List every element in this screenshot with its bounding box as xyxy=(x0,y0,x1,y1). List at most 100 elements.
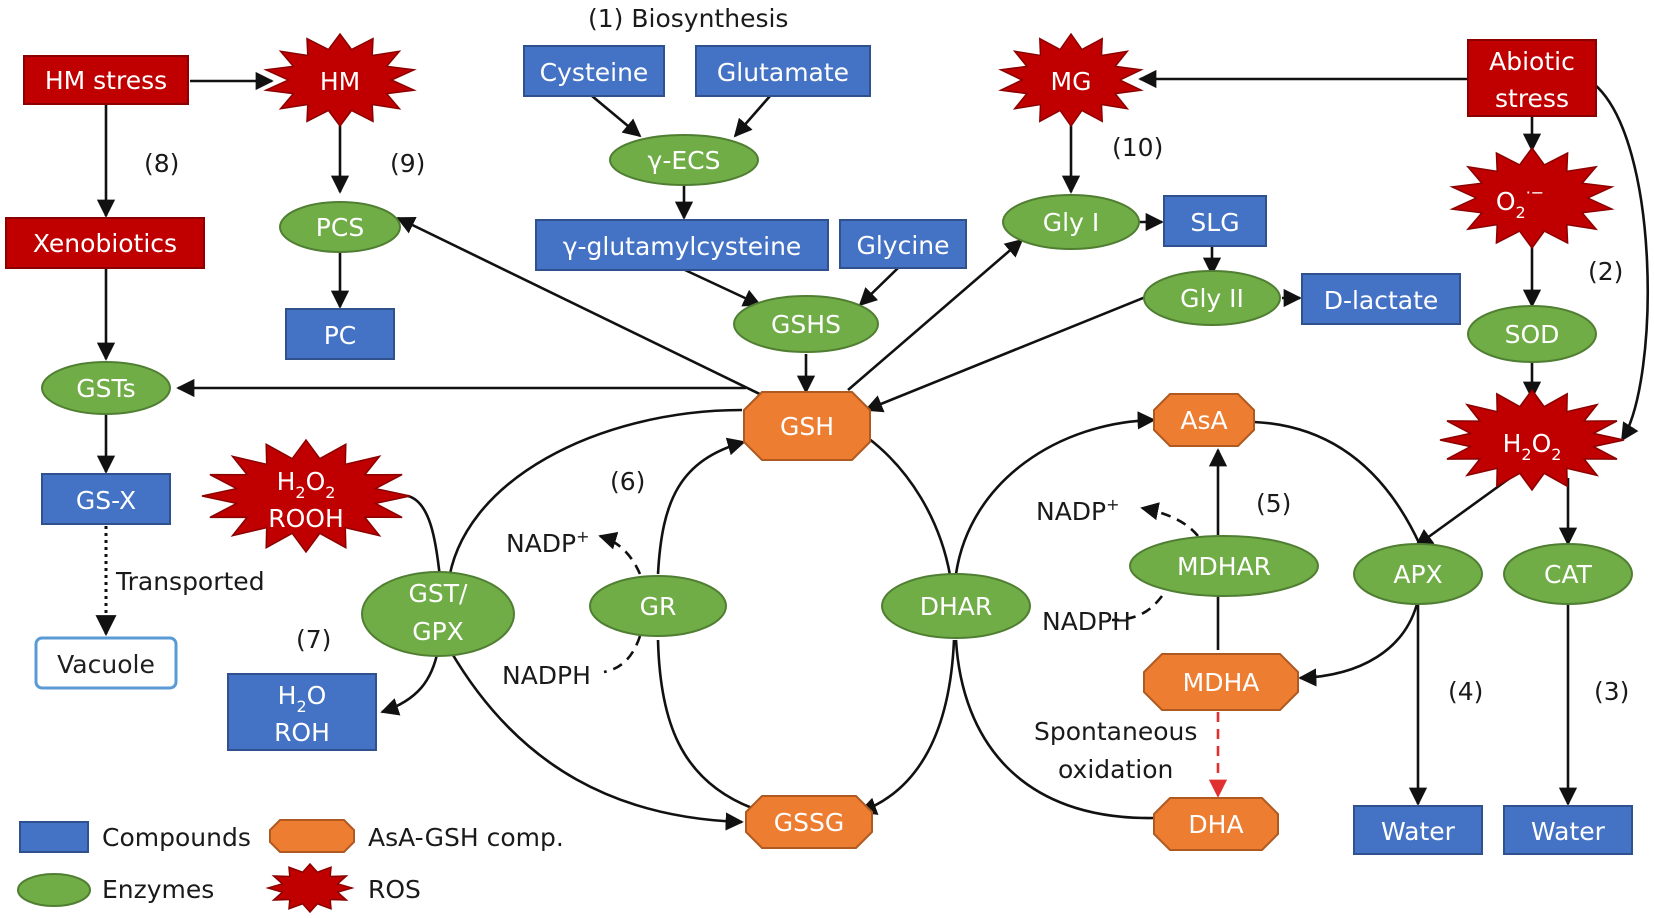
glutamylcysteine-node: γ-glutamylcysteine xyxy=(535,219,829,271)
gsh-label: GSH xyxy=(780,412,834,441)
abiotic-stress-node: Abiotic stress xyxy=(1467,39,1597,117)
glutamylcysteine-label: γ-glutamylcysteine xyxy=(563,232,802,261)
legend-ros-label: ROS xyxy=(368,875,421,904)
edge-gr-gsh xyxy=(656,437,746,575)
mg-ros-label: MG xyxy=(1051,67,1092,96)
mdhar-node: MDHAR xyxy=(1129,535,1319,597)
h2o2-sub2: 2 xyxy=(1551,445,1561,464)
label-9: (9) xyxy=(390,149,425,178)
gsh-node: GSH xyxy=(743,391,871,461)
legend-compounds: Compounds xyxy=(19,821,251,853)
pc-label: PC xyxy=(324,321,357,350)
water-apx-node: Water xyxy=(1353,805,1483,855)
h2o2-rooh-sub1: 2 xyxy=(295,483,305,502)
pc-node: PC xyxy=(285,308,395,360)
h2o2-sub1: 2 xyxy=(1521,445,1531,464)
edge-cys-gecs xyxy=(591,95,642,138)
mdha-label: MDHA xyxy=(1183,668,1260,697)
edges xyxy=(95,69,1649,831)
gst-gpx-line2: GPX xyxy=(412,617,464,646)
gly1-node: Gly I xyxy=(1002,194,1140,250)
edge-gsh-gstgpx xyxy=(446,408,743,587)
label-6: (6) xyxy=(610,467,645,496)
nadp-gr-label: NADP+ xyxy=(506,527,590,558)
gssg-node: GSSG xyxy=(745,795,873,849)
spontaneous-line1: Spontaneous xyxy=(1034,717,1197,746)
nadp-gr-sup: + xyxy=(576,527,589,546)
svg-text:O2·−: O2·− xyxy=(1496,183,1544,222)
hm-stress-label: HM stress xyxy=(45,66,167,95)
edge-mdhar-nadp xyxy=(1140,502,1199,537)
h2o2-rooh-o: O xyxy=(306,467,326,496)
superoxide-sub: 2 xyxy=(1516,203,1526,222)
legend-asa-swatch xyxy=(269,819,355,853)
dha-label: DHA xyxy=(1188,810,1243,839)
edge-gstgpx-gssg xyxy=(448,649,744,831)
apx-label: APX xyxy=(1393,560,1442,589)
legend-ros: ROS xyxy=(265,862,421,914)
edge-apx-mdha xyxy=(1298,599,1420,687)
abiotic-stress-line2: stress xyxy=(1495,84,1569,113)
edge-asa-apx xyxy=(1253,420,1422,546)
gly1-label: Gly I xyxy=(1043,208,1099,237)
hm-ros-label: HM xyxy=(320,67,360,96)
pcs-node: PCS xyxy=(279,201,401,253)
d-lactate-node: D-lactate xyxy=(1301,273,1461,325)
legend-asa-gsh: AsA-GSH comp. xyxy=(269,819,564,853)
gshs-node: GSHS xyxy=(733,295,879,353)
cysteine-node: Cysteine xyxy=(523,45,665,97)
h2o2-rooh-ros-node: H2O2 ROOH xyxy=(201,438,411,554)
water-cat-label: Water xyxy=(1531,817,1606,846)
label-8: (8) xyxy=(144,149,179,178)
gecs-label: γ-ECS xyxy=(648,146,721,175)
apx-node: APX xyxy=(1353,543,1483,605)
edge-h2o2rooh-gstgpx xyxy=(407,494,442,579)
glycine-label: Glycine xyxy=(856,231,949,260)
free-labels: (1) Biosynthesis (8) (9) (10) (2) (6) (5… xyxy=(115,4,1629,784)
xenobiotics-node: Xenobiotics xyxy=(5,217,205,269)
edge-dha-dhar xyxy=(954,639,1155,820)
nadp-mdhar-sup: + xyxy=(1106,495,1119,514)
superoxide-sup: ·− xyxy=(1526,183,1545,202)
edge-glycine-gshs xyxy=(858,267,899,307)
sod-label: SOD xyxy=(1505,320,1560,349)
h2o-h: H xyxy=(278,681,297,710)
nadph-mdhar-label: NADPH xyxy=(1042,607,1131,636)
label-2: (2) xyxy=(1588,257,1623,286)
gssg-label: GSSG xyxy=(774,808,844,837)
legend-enzymes-label: Enzymes xyxy=(102,875,214,904)
asa-node: AsA xyxy=(1153,393,1255,447)
roh-label: ROH xyxy=(274,718,330,747)
edge-glu-gecs xyxy=(733,95,771,138)
h2o2-h: H xyxy=(1503,429,1522,458)
edge-dhar-asa xyxy=(954,411,1156,575)
legend-compound-swatch xyxy=(19,821,89,853)
edge-nadph-mdhar xyxy=(1111,595,1164,622)
h2o-roh-node: H2O ROH xyxy=(227,673,377,751)
h2o-sub: 2 xyxy=(296,697,306,716)
label-3: (3) xyxy=(1594,677,1629,706)
biosynthesis-label: (1) Biosynthesis xyxy=(588,4,788,33)
legend-asa-gsh-label: AsA-GSH comp. xyxy=(368,823,564,852)
xenobiotics-label: Xenobiotics xyxy=(33,229,177,258)
nadp-gr-text: NADP xyxy=(506,529,576,558)
water-apx-label: Water xyxy=(1381,817,1456,846)
superoxide-o: O xyxy=(1496,187,1516,216)
edge-dhar-gssg xyxy=(858,639,956,815)
gr-node: GR xyxy=(589,575,727,637)
legend-compounds-label: Compounds xyxy=(102,823,251,852)
edge-gsh-dhar xyxy=(867,436,952,576)
gsx-label: GS-X xyxy=(76,486,136,515)
glutamate-label: Glutamate xyxy=(717,58,849,87)
edge-gssg-gr xyxy=(656,639,753,810)
sod-node: SOD xyxy=(1467,305,1597,363)
glutamate-node: Glutamate xyxy=(695,45,871,97)
mdha-node: MDHA xyxy=(1143,653,1299,711)
gsts-label: GSTs xyxy=(76,374,135,403)
edge-h2o2-apx xyxy=(1414,476,1511,548)
edge-gglucys-gshs xyxy=(684,268,762,307)
gr-label: GR xyxy=(640,592,677,621)
pcs-label: PCS xyxy=(316,213,364,242)
slg-label: SLG xyxy=(1190,208,1239,237)
